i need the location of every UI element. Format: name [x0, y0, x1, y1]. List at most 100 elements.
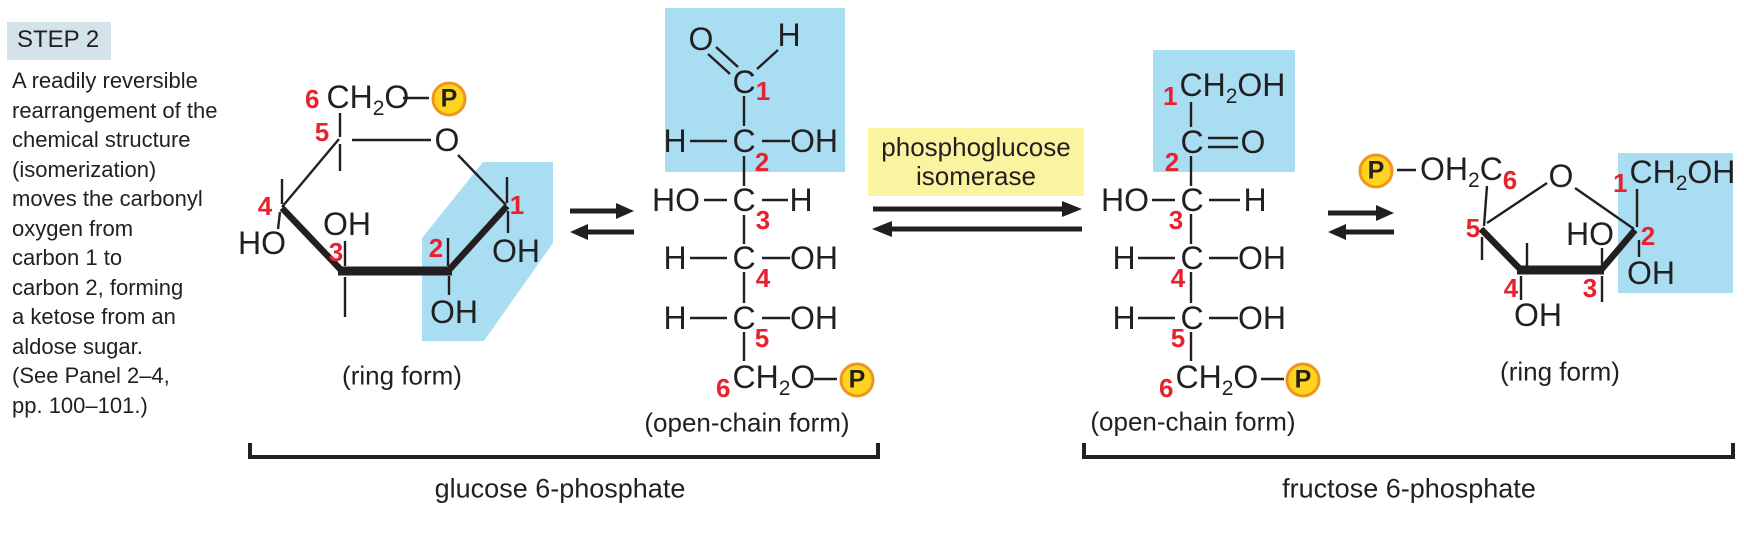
fructose-chain-c3-left: HO [1101, 182, 1149, 218]
glucose-ring-c6-sub: 2 [372, 97, 385, 120]
fructose-ring-c2-number: 2 [1640, 221, 1656, 251]
glucose-chain-c6-sub: 2 [778, 377, 791, 400]
fructose-chain-c1-ch: CH [1179, 67, 1226, 103]
equilibrium-arrows-glucose [570, 203, 634, 240]
fructose-ring-c1-oh: OH [1687, 154, 1736, 190]
glucose-chain-c3-number: 3 [755, 205, 771, 235]
glucose-chain-caption: (open-chain form) [644, 407, 850, 438]
fructose-ring-c6-oh: OH [1420, 151, 1468, 187]
fructose-ring-c6-number: 6 [1502, 165, 1518, 195]
fructose-chain-c1-sub: 2 [1225, 85, 1238, 108]
glucose-chain-c5-right: OH [790, 300, 838, 336]
phosphate-badge-glucose-chain: P [839, 362, 875, 398]
fructose-ring-c2-oh-label: OH [1627, 255, 1675, 291]
glucose-chain-c5-number: 5 [754, 323, 770, 353]
glucose-ring-c2-number: 2 [428, 233, 444, 263]
glucose-ring-c1-number: 1 [509, 190, 525, 220]
glucose-ring-c1c2-highlight [422, 162, 553, 341]
phosphate-badge-fructose-ring: P [1358, 153, 1394, 189]
glucose-chain-c6-ch: CH [732, 359, 779, 395]
glucose-chain-c4-carbon: C [732, 240, 756, 276]
phosphate-letter: P [848, 365, 866, 394]
glucose-bracket-label: glucose 6-phosphate [434, 473, 686, 504]
fructose-ring-c4-number: 4 [1503, 273, 1519, 303]
glucose-chain-c2-right: OH [790, 123, 838, 159]
fructose-chain-c5-left: H [1112, 300, 1136, 336]
glucose-chain-c4-left: H [663, 240, 687, 276]
phosphate-letter: P [440, 84, 458, 113]
fructose-bracket [1082, 443, 1735, 459]
glucose-chain-c4-number: 4 [755, 263, 771, 293]
fructose-ring-c6-formula: OH 2 C 6 [1420, 151, 1517, 193]
fructose-ring-c5-number: 5 [1465, 213, 1481, 243]
glucose-ring-bonds [276, 96, 510, 317]
fructose-ring-c1-sub: 2 [1675, 172, 1688, 195]
glucose-chain-c6-o: O [790, 359, 816, 395]
fructose-chain-c6-o: O [1233, 359, 1259, 395]
glucose-chain-c1-hydrogen: H [777, 17, 801, 53]
glucose-chain-c5-carbon: C [732, 300, 756, 336]
glucose-ring-c3-oh-label: OH [323, 206, 371, 242]
glucose-chain-c6-formula: 6 CH 2 O [716, 359, 816, 401]
glucose-ring-c6-number: 6 [305, 84, 320, 114]
fructose-ring-c1-number: 1 [1613, 168, 1628, 198]
enzyme-label-box: phosphoglucose isomerase [868, 128, 1084, 196]
phosphate-letter: P [1367, 156, 1385, 185]
phosphate-badge-glucose-ring: P [431, 81, 467, 117]
glucose-chain-c1-carbon: C [732, 64, 756, 100]
fructose-ring-caption: (ring form) [1500, 356, 1620, 387]
glucose-ring-c1-oh-label: OH [492, 233, 540, 269]
glucose-chain-c1-oxygen: O [688, 21, 714, 57]
fructose-chain-c4-carbon: C [1180, 240, 1204, 276]
glucose-ring-c6-ch: CH [326, 79, 373, 115]
equilibrium-arrows-fructose [1328, 205, 1394, 240]
fructose-ring-c4-oh-label: OH [1514, 297, 1562, 333]
fructose-bracket-label: fructose 6-phosphate [1282, 473, 1536, 504]
glucose-ring-c6-o: O [384, 79, 410, 115]
glucose-chain-c3-left: HO [652, 182, 700, 218]
fructose-chain-bonds [1138, 102, 1284, 381]
fructose-ring-c6-sub: 2 [1468, 169, 1480, 192]
fructose-ring-bonds [1397, 168, 1641, 302]
fructose-chain-c6-ch: CH [1175, 359, 1222, 395]
fructose-ring-c3-ho-label: HO [1566, 216, 1614, 252]
phosphate-letter: P [1294, 365, 1312, 394]
fructose-ring-oxygen-label: O [1548, 158, 1574, 194]
fructose-chain-c1-formula: 1 CH 2 OH [1163, 67, 1286, 109]
glucose-ring-c5-number: 5 [314, 117, 330, 147]
glucose-ring-caption: (ring form) [342, 360, 462, 391]
fructose-chain-c1c2-highlight [1153, 50, 1295, 172]
fructose-chain-c5-carbon: C [1180, 300, 1204, 336]
glucose-chain-c1-number: 1 [755, 76, 771, 106]
fructose-chain-c3-right: H [1243, 182, 1267, 218]
fructose-ring-c1-ch: CH [1629, 154, 1676, 190]
glucose-chain-bonds [690, 46, 837, 381]
glucose-bracket [248, 443, 880, 459]
fructose-chain-c2-carbon: C [1180, 124, 1204, 160]
glucose-chain-c4-right: OH [790, 240, 838, 276]
glucose-ring-c6-formula: 6 CH 2 O [305, 79, 410, 119]
fructose-chain-c5-number: 5 [1170, 323, 1186, 353]
enzyme-name-line1: phosphoglucose [881, 132, 1071, 162]
fructose-chain-c2-oxygen: O [1240, 124, 1266, 160]
step-description: A readily reversible rearrangement of th… [12, 68, 218, 418]
glucose-chain-c5-left: H [663, 300, 687, 336]
glucose-ring-oxygen-label: O [434, 122, 460, 158]
fructose-ring-c1-formula: 1 CH 2 OH [1613, 154, 1736, 196]
fructose-chain-c5-right: OH [1238, 300, 1286, 336]
fructose-chain-c4-number: 4 [1170, 263, 1186, 293]
glucose-chain-c2-left: H [663, 123, 687, 159]
fructose-chain-c6-formula: 6 CH 2 O [1159, 359, 1259, 401]
equilibrium-arrows-reaction [872, 201, 1082, 237]
fructose-chain-c4-left: H [1112, 240, 1136, 276]
fructose-chain-c3-number: 3 [1168, 205, 1184, 235]
fructose-chain-c1-oh: OH [1237, 67, 1286, 103]
enzyme-name-line2: isomerase [916, 161, 1036, 191]
glucose-chain-c3-carbon: C [732, 182, 756, 218]
glucose-ring-c4-number: 4 [257, 191, 273, 221]
fructose-chain-c1-number: 1 [1163, 81, 1178, 111]
fructose-chain-c6-sub: 2 [1221, 377, 1234, 400]
glucose-chain-c3-right: H [789, 182, 813, 218]
